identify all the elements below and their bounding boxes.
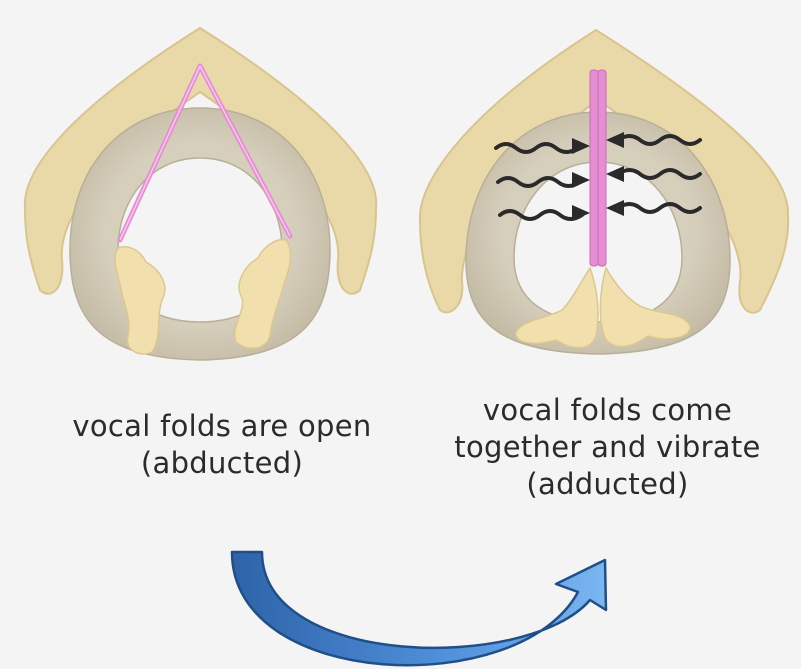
caption-closed-adducted: vocal folds come together and vibrate (a…	[410, 392, 801, 503]
larynx-open-illustration	[25, 28, 376, 360]
vocal-fold-left	[590, 70, 598, 266]
caption-line: (adducted)	[410, 466, 801, 503]
larynx-closed-illustration	[420, 30, 788, 354]
caption-line: together and vibrate	[410, 429, 801, 466]
caption-line: vocal folds are open	[22, 408, 422, 445]
caption-line: vocal folds come	[410, 392, 801, 429]
caption-open-abducted: vocal folds are open (abducted)	[22, 408, 422, 482]
caption-line: (abducted)	[22, 445, 422, 482]
vocal-fold-right	[598, 70, 606, 266]
curved-transition-arrow-icon	[232, 552, 606, 665]
